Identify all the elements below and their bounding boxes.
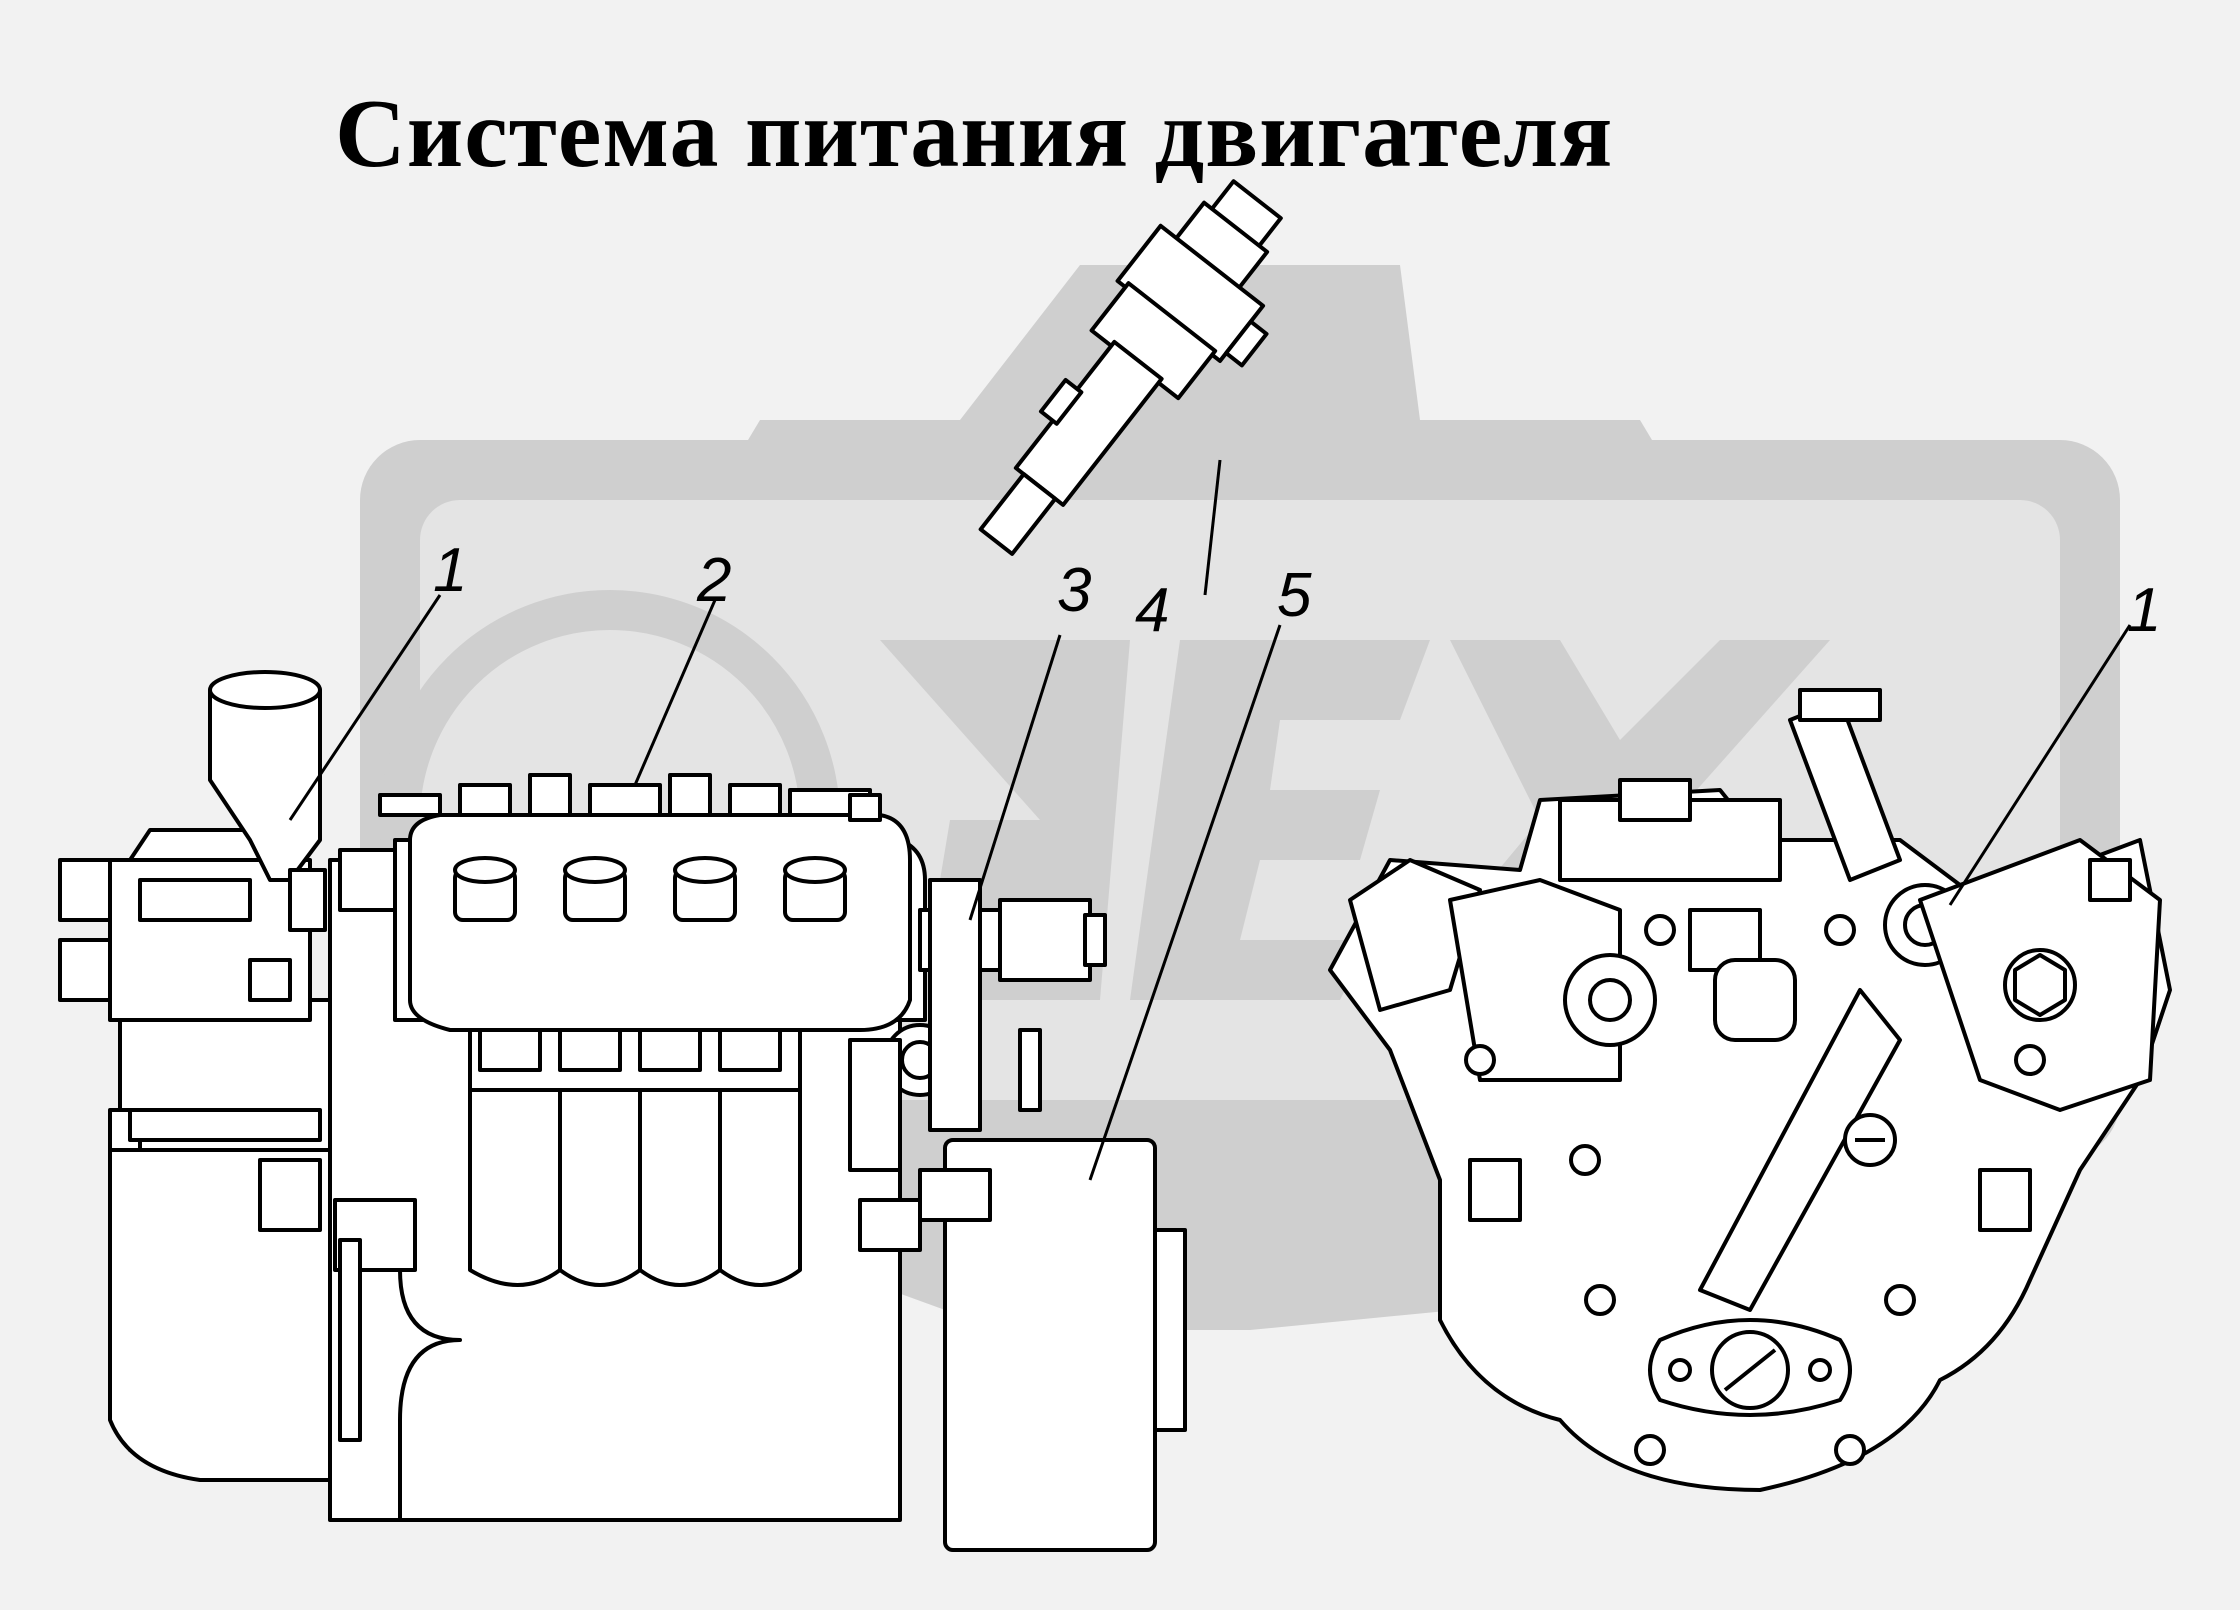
leader-5: [1088, 624, 1282, 1181]
callout-3: 3: [1057, 556, 1092, 625]
governor-housing: [918, 1138, 1187, 1552]
callout-1-left: 1: [433, 536, 468, 605]
injection-pump-side-view: [58, 670, 1187, 1552]
page-title: Система питания двигателя: [335, 80, 1614, 188]
fuel-injector: [978, 179, 1283, 556]
callout-1-right: 1: [2127, 576, 2162, 645]
leader-1-right: [1948, 624, 2132, 906]
callout-5: 5: [1277, 561, 1312, 630]
callout-leaders: [288, 459, 2132, 1181]
leader-3: [968, 634, 1062, 921]
injection-pump-front-view: [1328, 688, 2172, 1492]
top-fittings: [378, 773, 882, 822]
mounting-bolts: [1464, 914, 2046, 1466]
callout-2: 2: [697, 546, 732, 615]
valve-caps: [453, 856, 847, 922]
leader-4: [1203, 459, 1222, 596]
leader-1-left: [288, 594, 442, 821]
leader-2: [633, 599, 717, 786]
callout-4: 4: [1135, 576, 1170, 645]
